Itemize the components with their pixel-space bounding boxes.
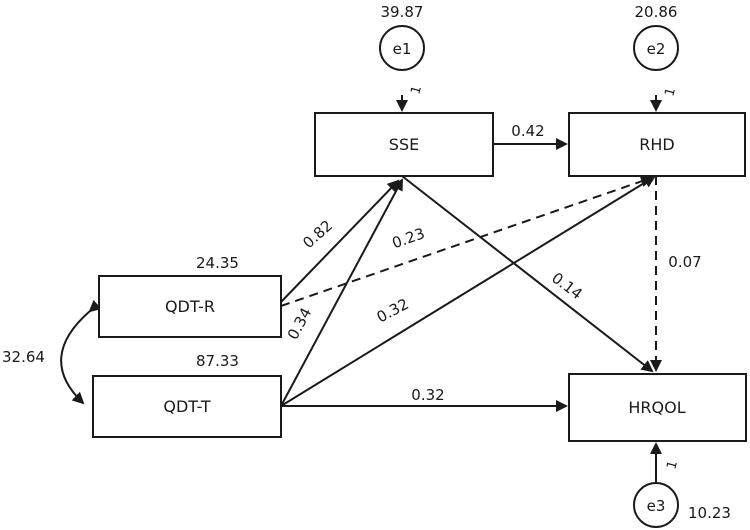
e1-loading: 1 xyxy=(408,84,425,96)
hrqol-label: HRQOL xyxy=(628,398,685,417)
coef-qdtr-sse: 0.82 xyxy=(299,216,336,252)
coef-sse-rhd: 0.42 xyxy=(511,122,544,140)
coef-qdtt-rhd: 0.32 xyxy=(374,295,412,327)
hrqol-box xyxy=(568,373,747,442)
rhd-label: RHD xyxy=(639,135,674,154)
qdtr-to-sse-path xyxy=(280,179,400,303)
e1-label: e1 xyxy=(393,40,412,58)
qdt-t-variance: 87.33 xyxy=(196,352,239,370)
qdt-r-label: QDT-R xyxy=(165,297,215,316)
coef-rhd-hrqol: 0.07 xyxy=(668,253,701,271)
e2-loading: 1 xyxy=(662,86,679,98)
covariance-value: 32.64 xyxy=(2,348,45,366)
sse-label: SSE xyxy=(389,135,419,154)
qdtt-to-sse-path xyxy=(280,178,403,407)
sse-to-hrqol-path xyxy=(401,175,654,373)
sse-box xyxy=(314,112,494,177)
e2-circle xyxy=(633,25,679,71)
coef-qdtt-hrqol: 0.32 xyxy=(411,386,444,404)
rhd-box xyxy=(568,112,746,177)
qdtr-to-rhd-path xyxy=(280,175,653,307)
e3-label: e3 xyxy=(647,497,666,515)
e3-loading: 1 xyxy=(664,459,681,471)
qdt-t-box xyxy=(92,375,282,438)
e2-variance: 20.86 xyxy=(635,3,678,21)
e3-variance: 10.23 xyxy=(688,504,731,522)
e2-label: e2 xyxy=(647,40,666,58)
e3-circle xyxy=(633,482,679,528)
coef-sse-hrqol: 0.14 xyxy=(548,269,586,303)
coef-qdtr-rhd: 0.23 xyxy=(390,224,427,252)
qdtt-to-rhd-path xyxy=(280,175,656,407)
e1-circle xyxy=(379,25,425,71)
qdt-r-variance: 24.35 xyxy=(196,254,239,272)
qdt-t-label: QDT-T xyxy=(163,397,211,416)
e1-variance: 39.87 xyxy=(381,3,424,21)
covariance-curve xyxy=(60,299,102,405)
coef-qdtt-sse: 0.34 xyxy=(284,305,316,343)
qdt-r-box xyxy=(98,275,282,338)
